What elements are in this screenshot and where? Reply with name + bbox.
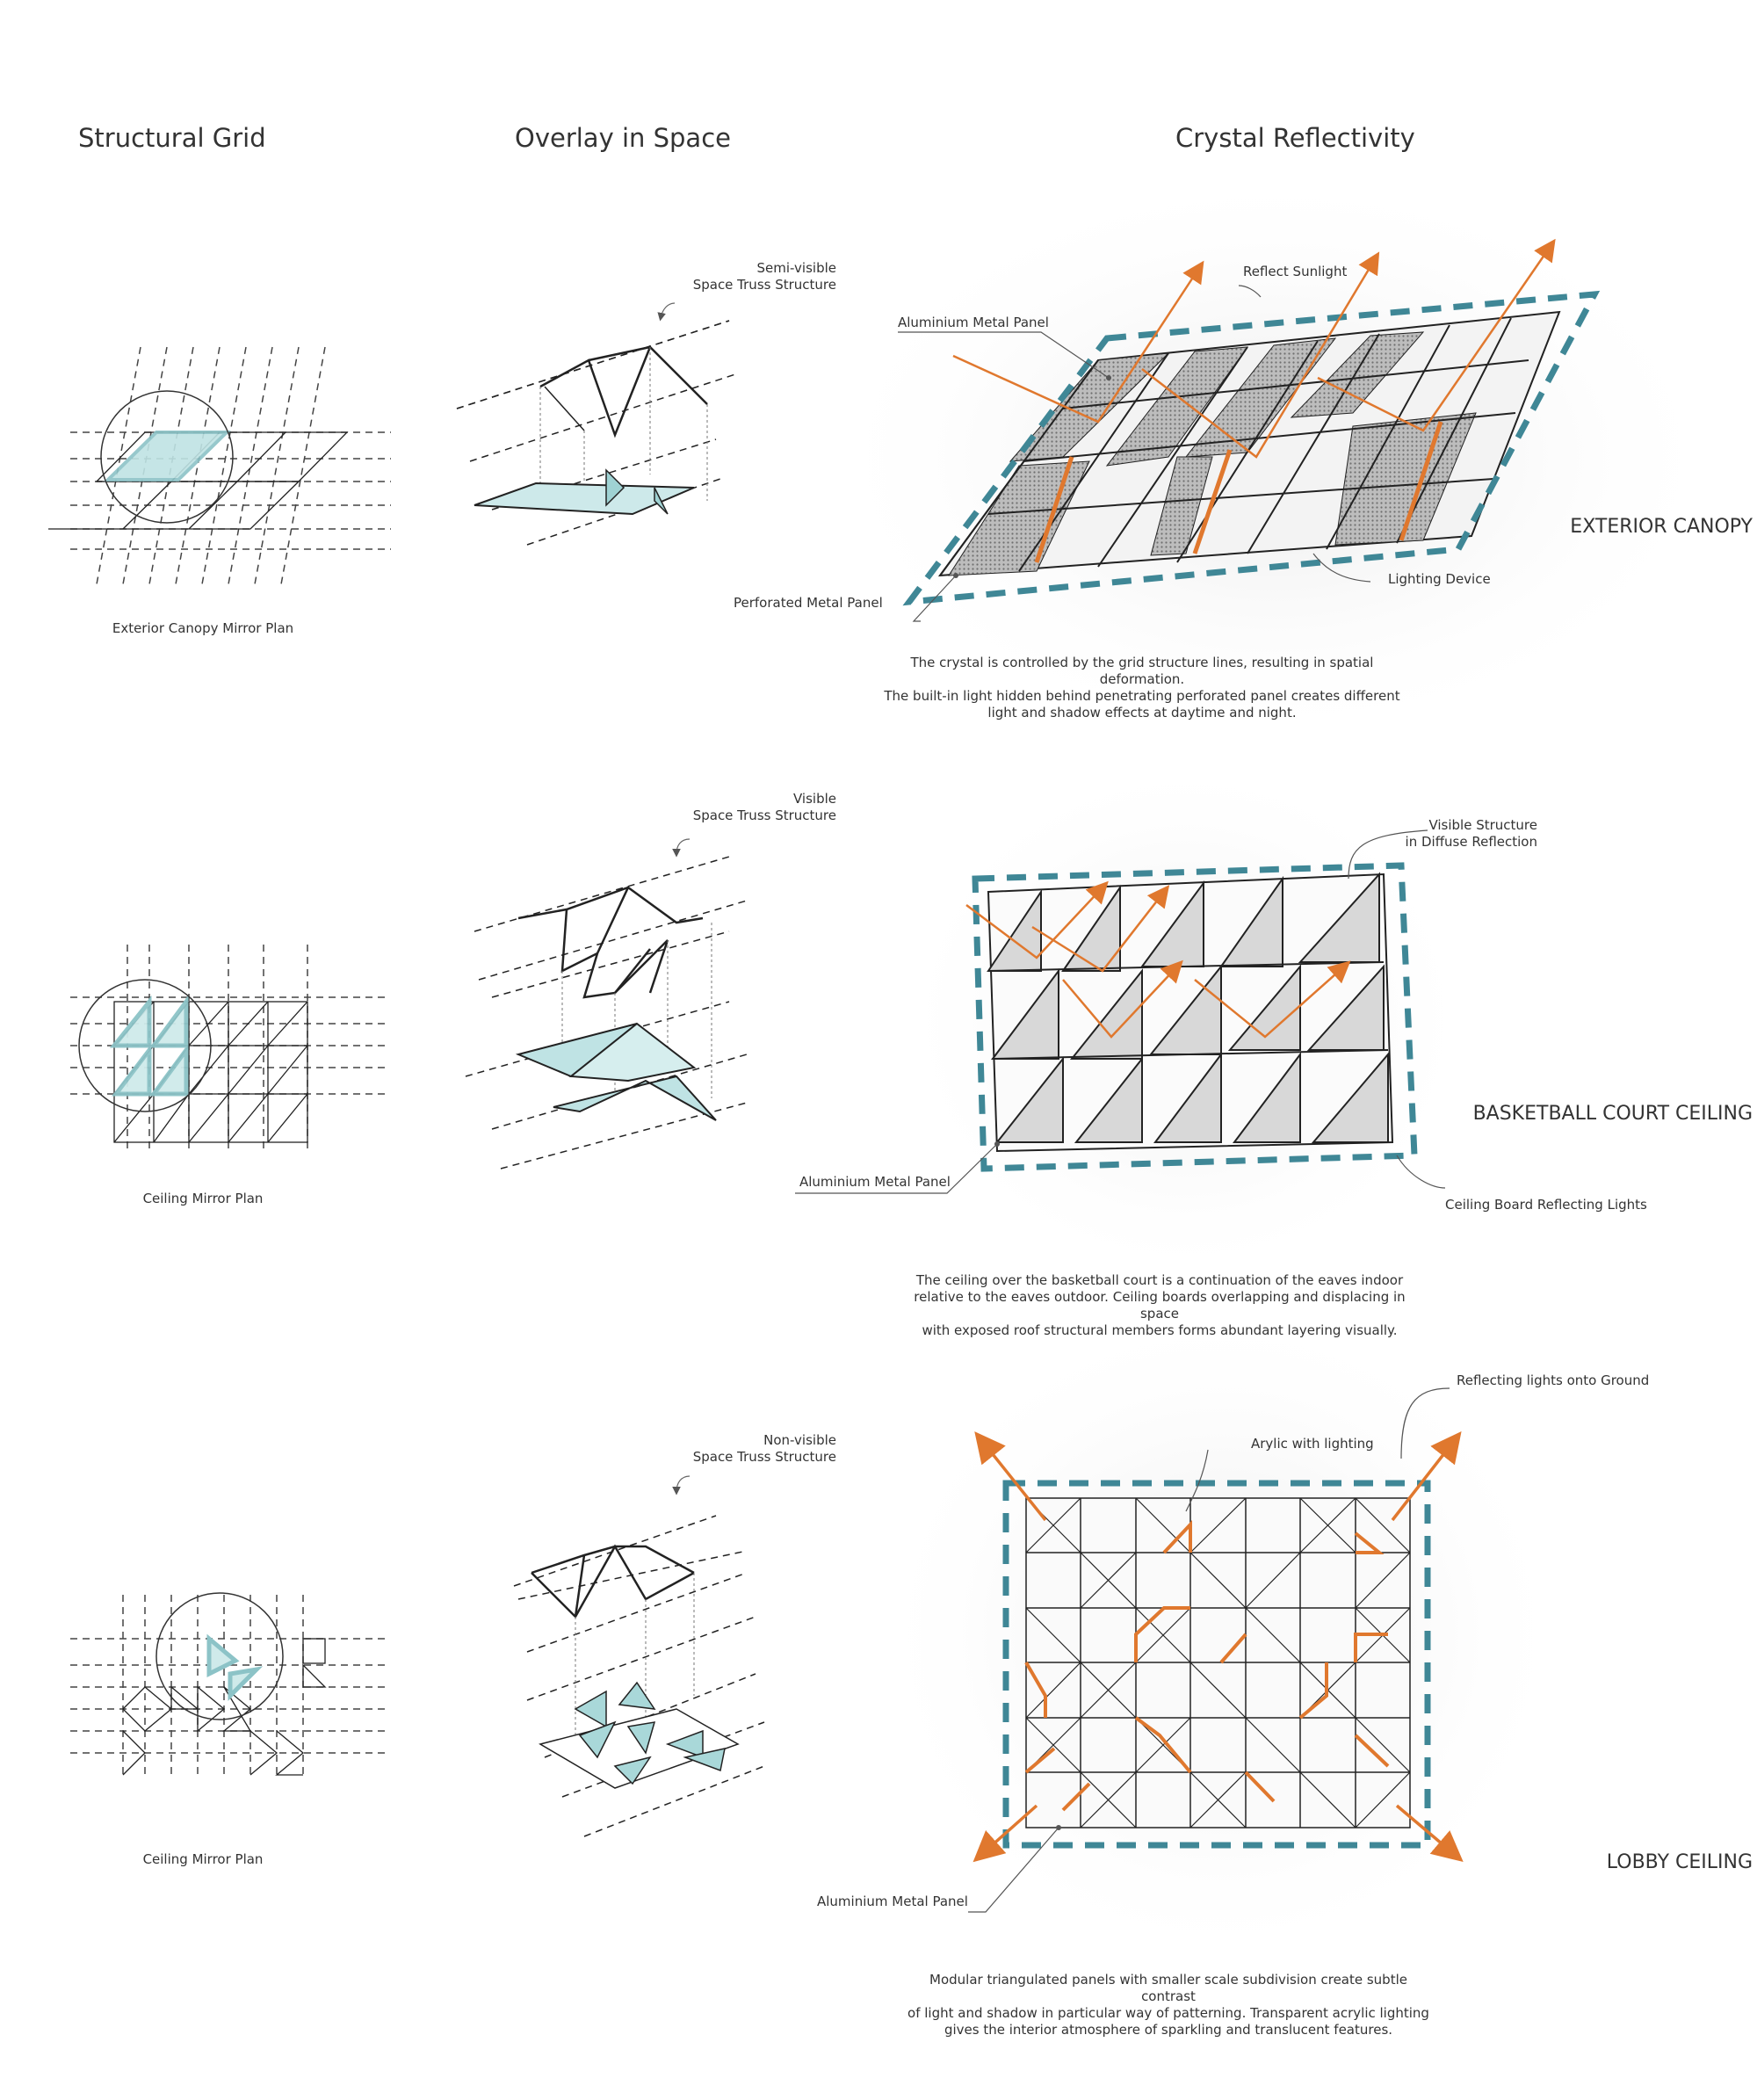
lobby-plan-caption: Ceiling Mirror Plan [142,1851,264,1867]
label-ceiling-board: Ceiling Board Reflecting Lights [1445,1197,1647,1213]
label-reflecting-lights: Reflecting lights onto Ground [1457,1372,1650,1388]
label-aluminium-panel-1: Aluminium Metal Panel [898,315,1049,330]
truss-label-semi-visible: Semi-visible Space Truss Structure [692,260,836,293]
truss-label-non-visible: Non-visible Space Truss Structure [692,1432,836,1465]
label-visible-structure: Visible Structure in Diffuse Reflection [1405,817,1537,850]
canopy-overlay [456,320,739,546]
lobby-panel [1024,1497,1411,1828]
section-lobby-ceiling: LOBBY CEILING [1606,1851,1753,1873]
canopy-frame-dashed [902,290,1601,606]
label-lighting-device: Lighting Device [1388,571,1491,587]
court-plan [70,945,387,1151]
court-description: The ceiling over the basketball court is… [914,1272,1406,1338]
canopy-description: The crystal is controlled by the grid st… [884,655,1400,721]
label-perforated-panel: Perforated Metal Panel [734,595,883,611]
label-aluminium-panel-2: Aluminium Metal Panel [799,1174,951,1190]
heading-crystal-reflectivity: Crystal Reflectivity [1175,123,1415,153]
canopy-panel [937,310,1561,577]
section-basketball-court-ceiling: BASKETBALL COURT CEILING [1472,1103,1753,1125]
heading-structural-grid: Structural Grid [78,123,266,153]
canopy-plan-caption: Exterior Canopy Mirror Plan [112,620,294,636]
court-frame-dashed [972,862,1418,1172]
section-exterior-canopy: EXTERIOR CANOPY [1570,516,1753,538]
truss-pointer-3 [672,1475,691,1495]
label-reflect-sunlight: Reflect Sunlight [1243,264,1348,279]
canopy-plan [48,346,391,585]
court-plan-caption: Ceiling Mirror Plan [142,1191,264,1206]
label-acrylic-lighting: Arylic with lighting [1251,1436,1374,1452]
sunlight-arrows [952,238,1556,459]
heading-overlay-in-space: Overlay in Space [515,123,731,153]
lobby-frame-dashed [1002,1480,1431,1849]
lobby-plan [70,1592,387,1776]
court-panel [987,872,1394,1153]
court-reflect-arrows [965,880,1351,1039]
lobby-overlay [513,1515,765,1837]
lobby-description: Modular triangulated panels with smaller… [907,1972,1429,2038]
truss-pointer-2 [672,838,691,858]
court-overlay [465,856,748,1169]
truss-pointer-1 [657,302,676,322]
truss-label-visible: Visible Space Truss Structure [692,791,836,823]
label-aluminium-panel-3: Aluminium Metal Panel [817,1894,968,1909]
lobby-corner-arrows [972,1430,1464,1863]
